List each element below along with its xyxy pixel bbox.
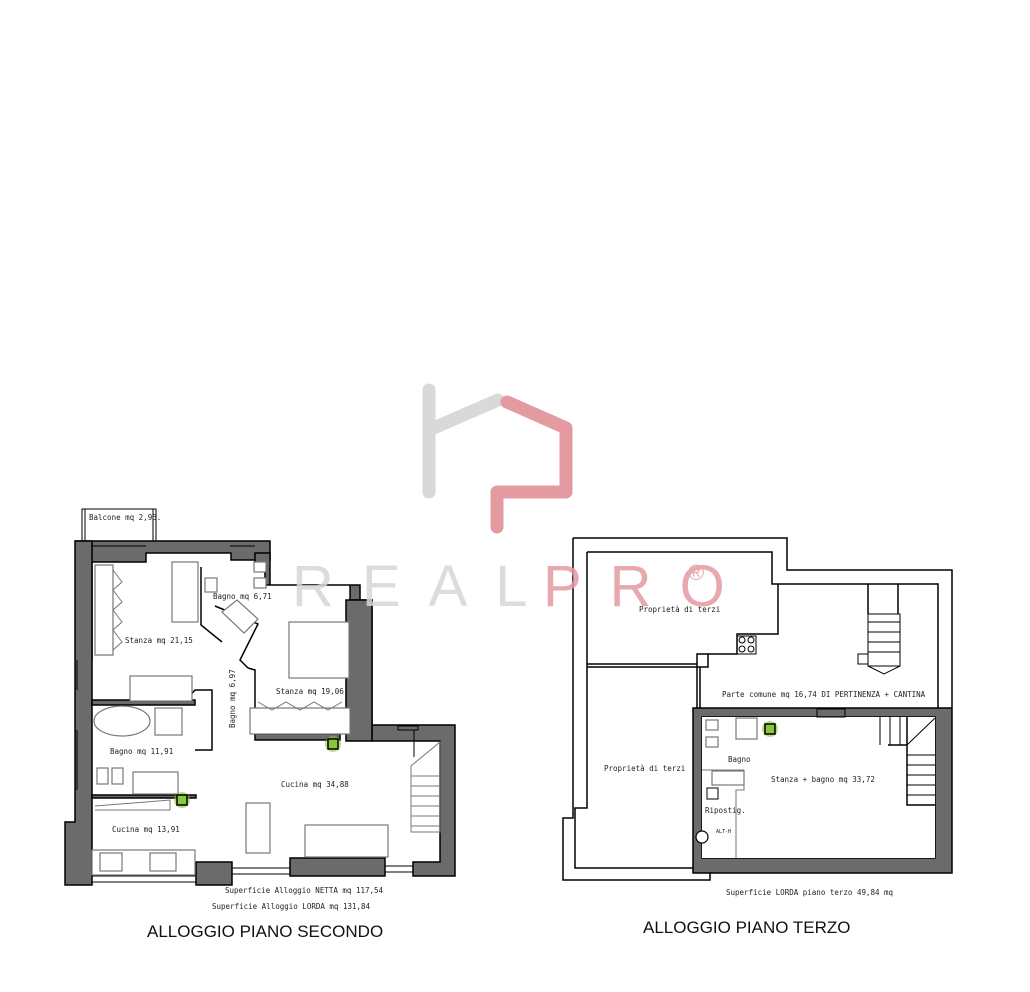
room-note: ALT-H (716, 829, 731, 835)
room-label: Parte comune mq 16,74 DI PERTINENZA + CA… (722, 690, 926, 699)
boiler-icon (762, 721, 778, 737)
room-label: Proprietà di terzi (639, 605, 720, 614)
plan-title: ALLOGGIO PIANO TERZO (643, 918, 851, 937)
surface-netta: Superficie Alloggio NETTA mq 117,54 (225, 886, 384, 895)
room-label: Cucina mq 13,91 (112, 825, 180, 834)
boiler-icon (174, 792, 190, 808)
surface-lorda-terzo: Superficie LORDA piano terzo 49,84 mq (726, 888, 893, 897)
room-label: Stanza mq 21,15 (125, 636, 193, 645)
logo-red-stroke (490, 395, 573, 534)
surface-lorda: Superficie Alloggio LORDA mq 131,84 (212, 902, 371, 911)
plan-piano-secondo: Balcone mq 2,95. Stanza mq 21,15 Bagno m… (64, 508, 456, 941)
watermark-real: REAL (292, 554, 556, 619)
room-label: Proprietà di terzi (604, 764, 685, 773)
room-label: Balcone mq 2,95. (89, 513, 161, 522)
registered-mark: ® (688, 560, 704, 585)
room-label: Stanza + bagno mq 33,72 (771, 775, 875, 784)
plan-piano-terzo: Proprietà di terzi Proprietà di terzi Pa… (562, 537, 953, 937)
room-label: Ripostig. (705, 806, 746, 815)
boiler-icon (325, 736, 341, 752)
plan-title: ALLOGGIO PIANO SECONDO (147, 922, 383, 941)
watermark-text: REAL PRO ® (292, 554, 753, 619)
logo-gray-stroke (422, 383, 505, 499)
room-label: Stanza mq 19,06 (276, 687, 344, 696)
watermark-logo (422, 383, 573, 534)
room-label: Cucina mq 34,88 (281, 780, 349, 789)
room-label: Bagno mq 6,71 (213, 592, 272, 601)
room-label: Bagno mq 6,97 (228, 669, 237, 728)
watermark-pro: PRO (543, 554, 753, 619)
room-label: Bagno mq 11,91 (110, 747, 173, 756)
room-label: Bagno (728, 755, 751, 764)
